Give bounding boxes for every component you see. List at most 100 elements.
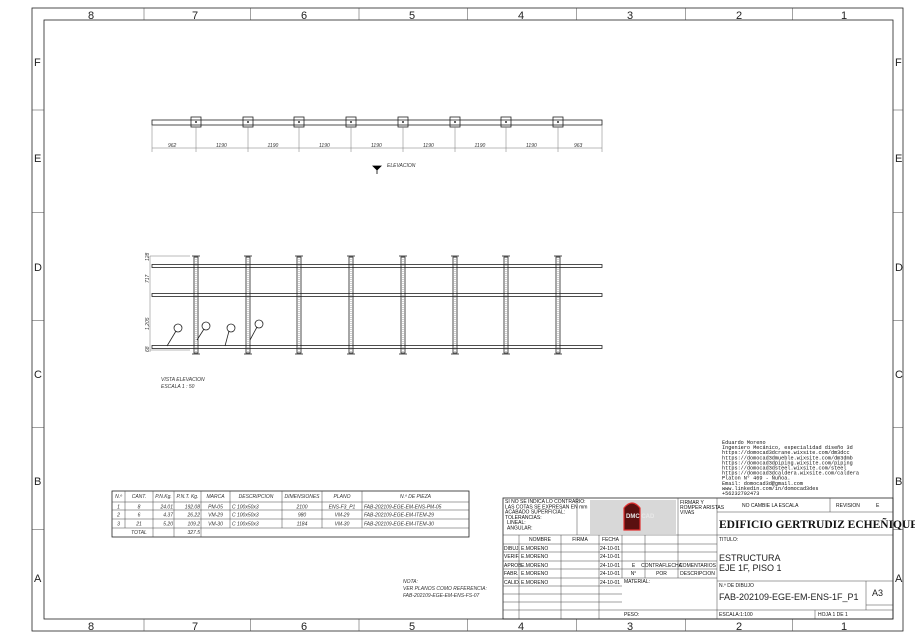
zone-row-right: E	[895, 153, 902, 165]
table-header: MARCA	[206, 494, 225, 500]
zone-col-top: 2	[736, 10, 742, 22]
contact-line: https://domocad3dcaldera.wixsite.com/cal…	[722, 471, 859, 477]
zone-col-top: 6	[301, 10, 307, 22]
horizontal-beam	[151, 293, 603, 297]
table-cell: 192.08	[185, 505, 201, 511]
material-label: MATERIAL:	[624, 579, 650, 585]
leader-line	[224, 330, 230, 347]
table-cell: C 100x50x3	[232, 522, 259, 528]
zone-row-left: D	[34, 262, 42, 274]
view-title: VISTA ELEVACION	[161, 377, 205, 383]
dimension-value: 1190	[371, 143, 382, 149]
table-cell: C 100x50x3	[232, 513, 259, 519]
sign-role: DIBUJ.	[504, 546, 520, 552]
note-line-1: VER PLANOS COMO REFERENCIA:	[403, 586, 488, 592]
general-note: ANGULAR:	[507, 526, 533, 532]
sign-name: E.MORENO	[521, 554, 548, 560]
zone-col-bottom: 8	[88, 621, 94, 633]
dimension-value: 962	[168, 143, 177, 149]
revision-cell: N°	[631, 571, 637, 577]
table-cell: VM-30	[335, 522, 350, 528]
item-balloon	[254, 319, 264, 329]
bolt-hole	[454, 121, 456, 123]
vdim-1: 128	[145, 252, 151, 261]
zone-col-bottom: 5	[409, 621, 415, 633]
zone-row-right: B	[895, 476, 902, 488]
horizontal-beam	[151, 345, 603, 349]
total-value: 327.5	[187, 530, 200, 536]
table-cell: 2100	[295, 505, 307, 511]
vdim-2: 717	[145, 274, 151, 283]
table-cell: 6	[138, 513, 141, 519]
table-cell: FAB-202109-EGE-EM-ITEM-30	[364, 522, 434, 528]
contact-line: Platon N° 469 - Ñuñoa.	[722, 475, 791, 482]
sign-header: FIRMA	[572, 537, 588, 543]
table-cell: 1184	[297, 522, 308, 528]
table-cell: ENS-F3_P1	[329, 505, 356, 511]
table-cell: PM-05	[208, 505, 223, 511]
table-cell: VM-29	[335, 513, 350, 519]
contact-line: www.linkedin.com/in/domocad3des	[722, 486, 819, 492]
contact-line: https://domocad3dcrane.wixsite.com/dm3dc…	[722, 450, 850, 456]
edge-note-1: FIRMAR Y	[680, 500, 704, 506]
contact-line: Ingeniero Mecánico, especialidad diseño …	[722, 445, 853, 451]
revision-cell: E	[632, 563, 636, 569]
contact-line: https://domocad3dsteel.wixsite.com/steel	[722, 466, 847, 472]
dimension-value: 1190	[319, 143, 330, 149]
sheet-number: HOJA 1 DE 1	[818, 612, 848, 618]
dimension-value: 963	[574, 143, 583, 149]
dimension-value: 1190	[526, 143, 537, 149]
elevation-arrow-label: ELEVACION	[387, 163, 416, 169]
total-label: TOTAL	[131, 530, 147, 536]
sign-role: APROB.	[504, 563, 523, 569]
contact-line: +56232702473	[722, 491, 759, 497]
table-cell: VM-29	[208, 513, 223, 519]
bolt-hole	[557, 121, 559, 123]
horizontal-beam	[151, 264, 603, 268]
sign-role: VERIF.	[504, 554, 520, 560]
inner-frame	[43, 19, 894, 620]
zone-col-top: 5	[409, 10, 415, 22]
zone-col-bottom: 4	[518, 621, 524, 633]
zone-row-right: F	[895, 57, 902, 69]
zone-col-bottom: 7	[192, 621, 198, 633]
dimension-value: 1190	[475, 143, 486, 149]
sign-header: NOMBRE	[529, 537, 552, 543]
table-header: N.º	[115, 494, 122, 500]
contact-line: Email: domocad3d@gmail.com	[722, 481, 803, 487]
title-block: NOMBRE FIRMA FECHA DIBUJ.E.MORENO 24-10-01 VE…	[502, 497, 915, 620]
table-cell: 1	[117, 505, 120, 511]
beam-top	[151, 119, 603, 126]
drawing-no-label: N.º DE DIBUJO	[719, 583, 754, 589]
revision-cell: CONTRAFLECHA	[641, 563, 683, 569]
zone-col-top: 3	[627, 10, 633, 22]
table-cell: FAB-202109-EGE-EM-ITEM-29	[364, 513, 434, 519]
company-logo: DMC CAD	[590, 500, 676, 534]
revision-cell: POR	[656, 571, 667, 577]
revision-label: REVISION	[836, 503, 860, 509]
vdim-3: 1,205	[145, 317, 151, 330]
general-note: SI NO SE INDICA LO CONTRARIO:	[505, 499, 586, 505]
dimension-value: 1190	[216, 143, 227, 149]
zone-row-left: E	[34, 153, 41, 165]
revision-value: E	[876, 503, 880, 509]
table-header: DIMENSIONES	[284, 494, 320, 500]
zone-col-top: 7	[192, 10, 198, 22]
sign-date: 24-10-01	[600, 563, 620, 569]
weight-label: PESO:	[624, 612, 639, 618]
zone-col-bottom: 2	[736, 621, 742, 633]
sign-header: FECHA	[602, 537, 620, 543]
zone-col-top: 8	[88, 10, 94, 22]
contact-line: https://domocad3dpiping.wixsite.com/pipi…	[722, 460, 853, 466]
note-title: NOTA:	[403, 579, 419, 585]
general-note: LAS COTAS SE EXPRESAN EN mm	[505, 504, 587, 510]
leader-line	[166, 330, 177, 347]
general-note: ACABADO SUPERFICIAL:	[505, 510, 565, 516]
svg-text:DMC CAD: DMC CAD	[626, 514, 655, 520]
item-balloon	[173, 323, 183, 333]
zone-col-bottom: 3	[627, 621, 633, 633]
